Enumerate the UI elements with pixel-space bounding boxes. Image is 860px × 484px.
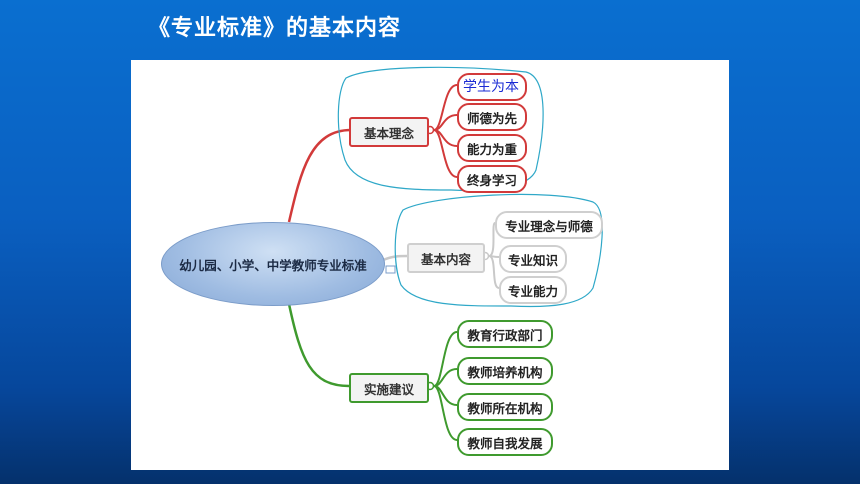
leaf-node-3-4[interactable]: 教师自我发展 — [457, 428, 553, 456]
root-node[interactable]: 幼儿园、小学、中学教师专业标准 — [161, 222, 385, 306]
connector-branch-2-item-3 — [488, 255, 500, 289]
summary-annotation: 共含有3个 维度13个 领域58条 具体要求 — [620, 184, 696, 272]
leaf-node-1-2[interactable]: 师德为先 — [457, 103, 527, 131]
connector-branch-2-item-1 — [488, 222, 496, 257]
leaf-node-3-3[interactable]: 教师所在机构 — [457, 393, 553, 421]
annotation-line-2: 维度13个 — [620, 207, 692, 227]
branch-node-1[interactable]: 基本理念 — [349, 117, 429, 147]
leaf-node-1-1[interactable] — [457, 73, 527, 101]
connector-root-branch-3 — [287, 303, 350, 388]
leaf-node-2-3[interactable]: 专业能力 — [499, 276, 567, 304]
mindmap-canvas: 幼儿园、小学、中学教师专业标准 基本理念 基本内容 实施建议 师德为先 能力为重… — [131, 60, 729, 470]
leaf-node-1-4[interactable]: 终身学习 — [457, 165, 527, 193]
leaf-node-2-1[interactable]: 专业理念与师德 — [495, 211, 603, 239]
leaf-node-3-1[interactable]: 教育行政部门 — [457, 320, 553, 348]
mindmap-connectors — [287, 66, 603, 441]
leaf-node-3-2[interactable]: 教师培养机构 — [457, 357, 553, 385]
note-icon — [385, 265, 396, 274]
leaf-node-2-2[interactable]: 专业知识 — [499, 245, 567, 273]
branch-node-2[interactable]: 基本内容 — [407, 243, 485, 273]
handwritten-circle-2 — [394, 193, 603, 308]
connector-branch-3-item-4 — [433, 385, 458, 441]
handwritten-label-1-1: 学生为本 — [463, 79, 519, 95]
annotation-line-1: 共含有3个 — [620, 185, 696, 205]
connector-branch-1-item-4 — [433, 129, 458, 178]
connector-branch-1-item-1 — [433, 84, 458, 131]
annotation-line-4: 具体要求 — [620, 251, 685, 270]
branch-node-3[interactable]: 实施建议 — [349, 373, 429, 403]
leaf-node-1-3[interactable]: 能力为重 — [457, 134, 527, 162]
annotation-line-3: 领域58条 — [620, 229, 692, 249]
page-title: 《专业标准》的基本内容 — [148, 15, 402, 41]
connector-branch-1-item-2 — [433, 114, 458, 131]
connector-branch-3-item-1 — [433, 331, 458, 387]
connector-root-branch-1 — [287, 128, 352, 223]
